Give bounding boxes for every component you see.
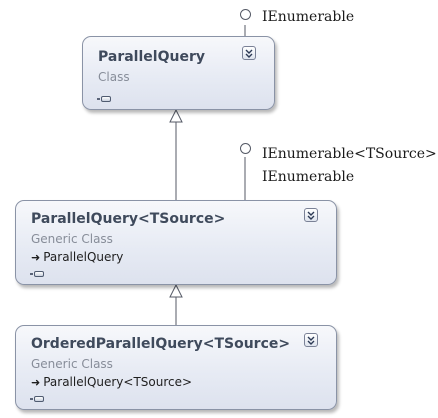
interface-lollipop-icon	[240, 9, 251, 20]
inheritance-arrow-icon: ➜	[31, 251, 41, 264]
class-kind: Class	[98, 70, 130, 84]
expand-handle-icon[interactable]	[97, 96, 112, 102]
inheritance-arrowhead-parallelquery-tsource	[169, 283, 183, 298]
expand-handle-icon[interactable]	[30, 271, 45, 277]
base-class-name: ParallelQuery<TSource>	[43, 375, 193, 389]
expand-handle-icon[interactable]	[30, 396, 45, 402]
double-chevron-up-icon[interactable]	[304, 333, 318, 347]
class-shape-orderedparallelquery-tsource[interactable]: OrderedParallelQuery<TSource> Generic Cl…	[15, 325, 337, 410]
class-shape-parallelquery[interactable]: ParallelQuery Class	[82, 36, 275, 110]
class-name: ParallelQuery<TSource>	[31, 211, 226, 227]
class-kind: Generic Class	[31, 357, 113, 371]
interface-label-ienumerable: IEnumerable	[262, 169, 355, 185]
interface-lollipop-icon	[240, 143, 251, 154]
interface-label-ienumerable-tsource: IEnumerable<TSource>	[262, 146, 437, 162]
class-shape-parallelquery-tsource[interactable]: ParallelQuery<TSource> Generic Class ➜Pa…	[15, 200, 337, 285]
class-name: ParallelQuery	[98, 49, 205, 65]
base-class-row: ➜ParallelQuery	[31, 250, 123, 264]
base-class-name: ParallelQuery	[43, 250, 124, 264]
double-chevron-up-icon[interactable]	[304, 208, 318, 222]
double-chevron-up-icon[interactable]	[242, 46, 256, 60]
inheritance-arrowhead-parallelquery	[169, 108, 183, 123]
interface-label-ienumerable: IEnumerable	[262, 9, 355, 25]
class-kind: Generic Class	[31, 232, 113, 246]
inheritance-arrow-icon: ➜	[31, 376, 41, 389]
class-name: OrderedParallelQuery<TSource>	[31, 336, 291, 352]
base-class-row: ➜ParallelQuery<TSource>	[31, 375, 192, 389]
